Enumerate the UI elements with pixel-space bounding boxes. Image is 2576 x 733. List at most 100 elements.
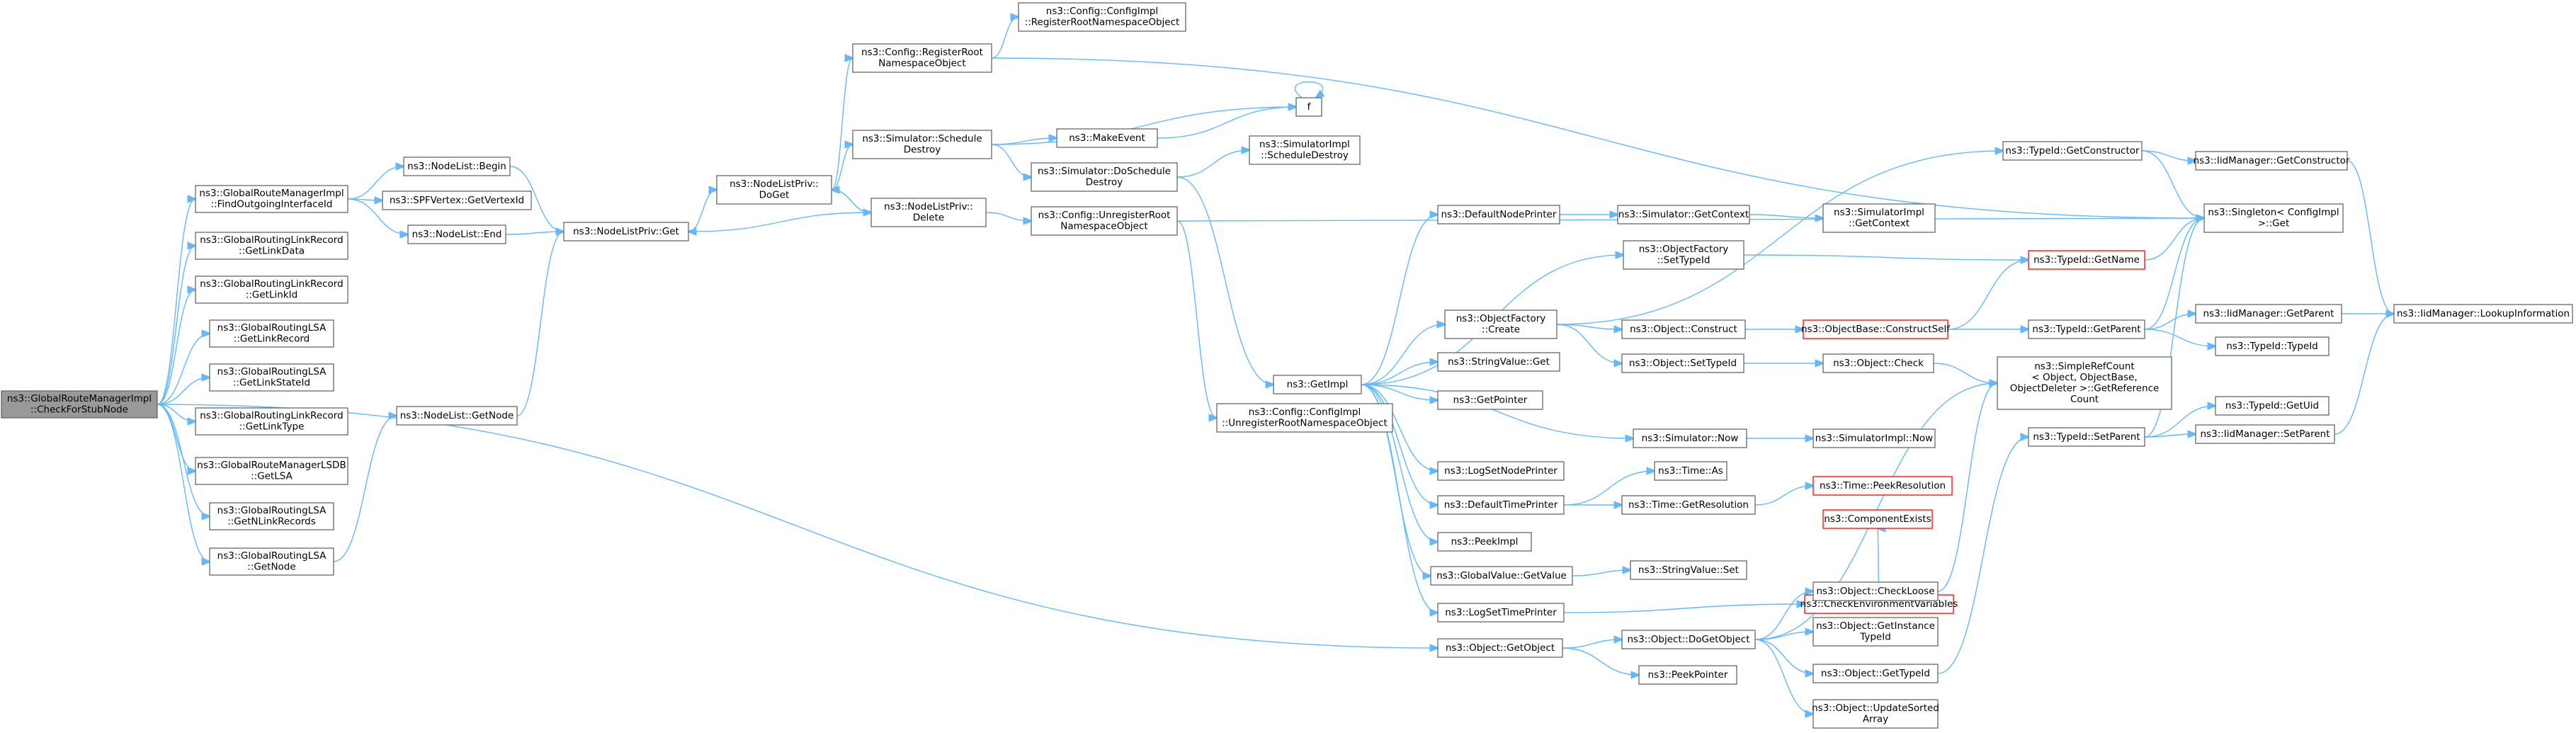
node-root[interactable]: ns3::GlobalRouteManagerImpl::CheckForStu…	[1, 390, 158, 419]
call-edge-objdogetobject-to-objgettypeid	[1754, 639, 1813, 674]
node-objconstruct[interactable]: ns3::Object::Construct	[1621, 319, 1746, 339]
call-edge-iidsetparent-to-iidlookup	[2334, 314, 2394, 435]
node-glsagetnode[interactable]: ns3::GlobalRoutingLSA::GetNode	[209, 547, 334, 576]
node-simnow[interactable]: ns3::Simulator::Now	[1633, 428, 1747, 448]
node-iidgetparent[interactable]: ns3::IidManager::GetParent	[2195, 304, 2342, 324]
node-objbaseconstructself[interactable]: ns3::ObjectBase::ConstructSelf	[1801, 319, 1951, 339]
call-edge-getimpl-to-peekimpl	[1361, 384, 1438, 542]
node-spfgetvertexid[interactable]: ns3::SPFVertex::GetVertexId	[382, 191, 532, 210]
call-edge-makeevent-to-f	[1157, 107, 1296, 139]
node-simschedule[interactable]: ns3::Simulator::ScheduleDestroy	[852, 130, 992, 159]
call-edge-nodelistbegin-to-nlpget	[509, 166, 564, 232]
node-label: ns3::IidManager::GetConstructor	[2194, 155, 2350, 166]
node-objcheckloose[interactable]: ns3::Object::CheckLoose	[1812, 581, 1939, 601]
node-peekpointer[interactable]: ns3::PeekPointer	[1638, 665, 1737, 685]
node-getimpl[interactable]: ns3::GetImpl	[1273, 375, 1362, 394]
node-box	[1654, 461, 1727, 481]
node-nodelistbegin[interactable]: ns3::NodeList::Begin	[403, 157, 511, 176]
node-defnodeprinter[interactable]: ns3::DefaultNodePrinter	[1437, 205, 1560, 225]
call-edge-getimpl-to-simnow	[1361, 384, 1633, 438]
node-makeevent[interactable]: ns3::MakeEvent	[1056, 128, 1158, 148]
node-glrgetlinktype[interactable]: ns3::GlobalRoutingLinkRecord::GetLinkTyp…	[195, 407, 348, 436]
node-nodelistgetnode[interactable]: ns3::NodeList::GetNode	[396, 406, 518, 426]
node-typeidsetparent[interactable]: ns3::TypeId::SetParent	[2028, 427, 2145, 447]
node-simplerefcount[interactable]: ns3::SimpleRefCount< Object, ObjectBase,…	[1997, 356, 2172, 410]
node-getpointer[interactable]: ns3::GetPointer	[1437, 390, 1543, 410]
node-timeas[interactable]: ns3::Time::As	[1654, 461, 1727, 481]
node-stringvalueget[interactable]: ns3::StringValue::Get	[1437, 352, 1560, 372]
node-label: ns3::ObjectFactory	[1639, 244, 1729, 255]
node-label: ns3::IidManager::GetParent	[2203, 308, 2334, 319]
node-objcheck[interactable]: ns3::Object::Check	[1822, 353, 1934, 373]
node-box	[209, 502, 334, 530]
node-nlpdoget[interactable]: ns3::NodeListPriv::DoGet	[716, 175, 832, 205]
node-label: ns3::ObjectFactory	[1456, 313, 1546, 324]
node-objdogetobject[interactable]: ns3::Object::DoGetObject	[1621, 630, 1756, 649]
node-typeidgetconstructor[interactable]: ns3::TypeId::GetConstructor	[2002, 141, 2143, 161]
node-cfgregroot[interactable]: ns3::Config::RegisterRootNamespaceObject	[852, 43, 992, 73]
node-box	[195, 407, 348, 436]
node-typeidgetname[interactable]: ns3::TypeId::GetName	[2028, 250, 2145, 270]
node-label: ns3::Time::As	[1658, 465, 1723, 477]
node-iidgetconstructor[interactable]: ns3::IidManager::GetConstructor	[2194, 151, 2350, 171]
node-glsagetlinkstateid[interactable]: ns3::GlobalRoutingLSA::GetLinkStateId	[209, 363, 334, 392]
node-peekimpl[interactable]: ns3::PeekImpl	[1437, 532, 1532, 552]
node-iidsetparent[interactable]: ns3::IidManager::SetParent	[2195, 424, 2335, 444]
node-objgetobject[interactable]: ns3::Object::GetObject	[1437, 638, 1563, 658]
node-glsagetnlinkrecords[interactable]: ns3::GlobalRoutingLSA::GetNLinkRecords	[209, 502, 334, 530]
node-iidlookup[interactable]: ns3::IidManager::LookupInformation	[2393, 304, 2573, 324]
call-edge-root-to-findout	[157, 199, 195, 405]
node-label: ns3::NodeList::GetNode	[400, 410, 514, 421]
node-cfgimplreg[interactable]: ns3::Config::ConfigImpl::RegisterRootNam…	[1018, 2, 1186, 32]
node-objgettypeid[interactable]: ns3::Object::GetTypeId	[1812, 664, 1939, 683]
node-objsettypeid[interactable]: ns3::Object::SetTypeId	[1621, 353, 1744, 373]
node-stringvalueset[interactable]: ns3::StringValue::Set	[1630, 560, 1747, 580]
node-gvgetvalue[interactable]: ns3::GlobalValue::GetValue	[1430, 566, 1573, 586]
node-simimplnow[interactable]: ns3::SimulatorImpl::Now	[1812, 428, 1936, 448]
node-glrgetlinkdata[interactable]: ns3::GlobalRoutingLinkRecord::GetLinkDat…	[195, 232, 348, 260]
node-box	[1430, 566, 1573, 586]
node-box	[2195, 424, 2335, 444]
node-glrgetlinkid[interactable]: ns3::GlobalRoutingLinkRecord::GetLinkId	[195, 275, 348, 304]
node-deftimeprinter[interactable]: ns3::DefaultTimePrinter	[1437, 495, 1565, 515]
node-label: ns3::StringValue::Set	[1638, 564, 1739, 576]
node-box	[563, 222, 689, 242]
node-findout[interactable]: ns3::GlobalRouteManagerImpl::FindOutgoin…	[195, 185, 348, 213]
node-box	[1031, 206, 1178, 236]
node-cfgimplunreg[interactable]: ns3::Config::ConfigImpl::UnregisterRootN…	[1216, 403, 1393, 433]
node-label: ::GetLinkRecord	[234, 334, 310, 345]
node-label: ::GetLSA	[251, 471, 293, 482]
node-nlpdelete[interactable]: ns3::NodeListPriv::Delete	[870, 198, 987, 227]
node-logsettimeprinter[interactable]: ns3::LogSetTimePrinter	[1437, 603, 1565, 623]
node-timepeekres[interactable]: ns3::Time::PeekResolution	[1812, 476, 1953, 496]
node-label: ns3::Config::ConfigImpl	[1249, 407, 1361, 418]
node-cfgunreg[interactable]: ns3::Config::UnregisterRootNamespaceObje…	[1031, 206, 1178, 236]
node-simimplgetcontext[interactable]: ns3::SimulatorImpl::GetContext	[1822, 203, 1936, 233]
node-typeidgetparent[interactable]: ns3::TypeId::GetParent	[2028, 319, 2145, 339]
node-logsetnodeprinter[interactable]: ns3::LogSetNodePrinter	[1437, 461, 1565, 481]
node-timegetres[interactable]: ns3::Time::GetResolution	[1621, 495, 1756, 515]
node-label: ns3::Config::ConfigImpl	[1046, 6, 1158, 17]
node-ofcreate[interactable]: ns3::ObjectFactory::Create	[1444, 309, 1557, 339]
node-singletonget[interactable]: ns3::Singleton< ConfigImpl >::Get	[2203, 203, 2344, 233]
call-edge-typeidsetparent-to-typeidgetuid	[2144, 406, 2215, 438]
node-typeidgetuid[interactable]: ns3::TypeId::GetUid	[2215, 396, 2330, 416]
node-simgetcontext[interactable]: ns3::Simulator::GetContext	[1617, 205, 1750, 225]
node-box	[403, 157, 511, 176]
call-edge-ofcreate-to-typeidgetconstructor	[1556, 151, 2003, 325]
node-ofsettypeid[interactable]: ns3::ObjectFactory::SetTypeId	[1623, 240, 1744, 270]
node-lsdbgetlsa[interactable]: ns3::GlobalRouteManagerLSDB::GetLSA	[195, 457, 348, 485]
node-nodelistend[interactable]: ns3::NodeList::End	[407, 225, 506, 244]
call-edge-objgetobject-to-peekpointer	[1562, 647, 1639, 675]
node-nlpget[interactable]: ns3::NodeListPriv::Get	[563, 222, 689, 242]
node-simimplschedule[interactable]: ns3::SimulatorImpl::ScheduleDestroy	[1249, 135, 1361, 165]
node-label: ns3::SimulatorImpl	[1834, 207, 1924, 218]
node-f[interactable]: f	[1295, 97, 1322, 117]
node-typeidtypeid[interactable]: ns3::TypeId::TypeId	[2215, 336, 2330, 356]
node-glsagetlinkrecord[interactable]: ns3::GlobalRoutingLSA::GetLinkRecord	[209, 319, 334, 348]
node-compexists[interactable]: ns3::ComponentExists	[1822, 509, 1933, 529]
node-box	[1437, 461, 1565, 481]
